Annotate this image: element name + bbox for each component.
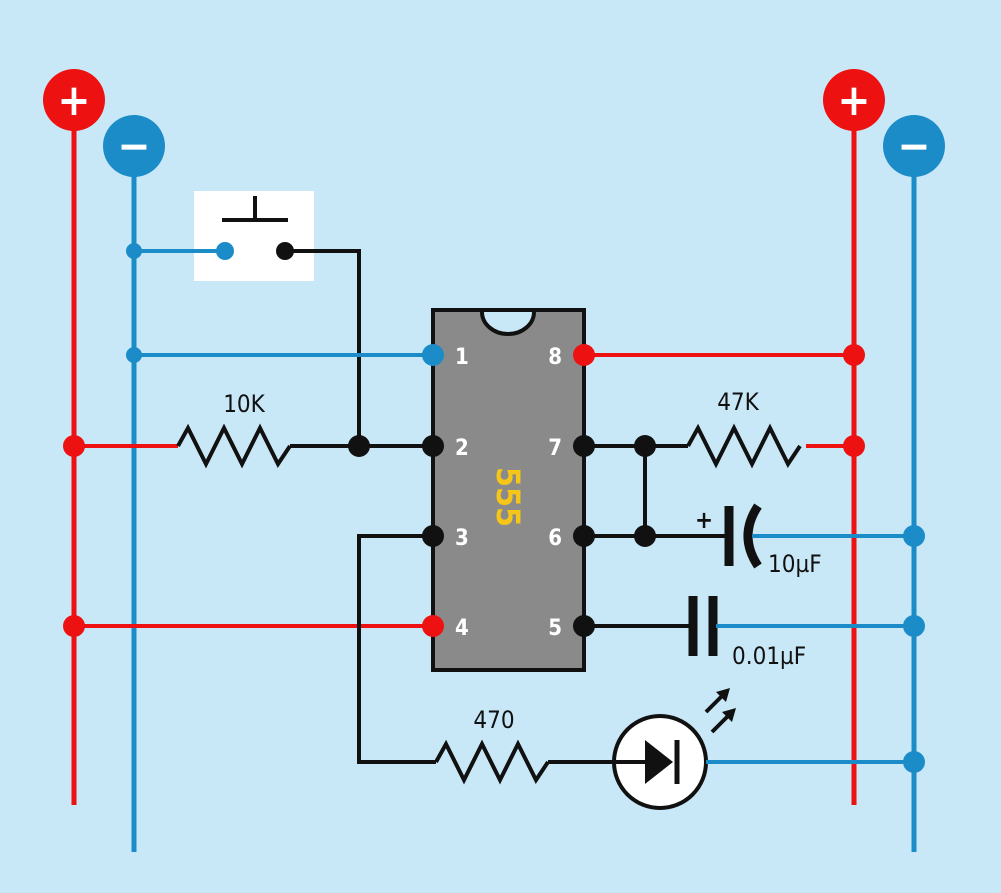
pin-7-label: 7	[548, 436, 562, 461]
junction-right-pos-pin8	[843, 344, 865, 366]
led-light-arrows-icon	[704, 688, 736, 734]
pin-6-label: 6	[548, 526, 562, 551]
pin-7-dot	[573, 435, 595, 457]
pin-8-dot	[573, 344, 595, 366]
junction-right-neg-c1	[903, 525, 925, 547]
junction-right-neg-c2	[903, 615, 925, 637]
pin-3-label: 3	[455, 526, 469, 551]
pin-8-label: 8	[548, 345, 562, 370]
pin-1-label: 1	[455, 345, 469, 370]
pin-5-label: 5	[548, 616, 562, 641]
pin-4-label: 4	[455, 616, 469, 641]
junction-left-neg-switch	[126, 243, 142, 259]
left-positive-symbol: +	[57, 75, 90, 126]
ic-555	[431, 308, 586, 672]
pin-2-dot	[422, 435, 444, 457]
pin-2-label: 2	[455, 436, 469, 461]
resistor-10k-label: 10K	[223, 390, 265, 418]
switch-terminal-left	[216, 242, 234, 260]
junction-pin6	[634, 525, 656, 547]
resistor-470	[434, 739, 550, 785]
push-button-switch-icon	[194, 191, 314, 281]
capacitor-polarity-label: +	[695, 506, 713, 534]
junction-left-pos-r1	[63, 435, 85, 457]
right-positive-terminal: +	[823, 69, 885, 131]
right-negative-symbol: −	[897, 121, 930, 172]
wire-switch-to-pin2	[285, 249, 361, 446]
resistor-10k	[176, 423, 292, 469]
wire-pin3-output	[357, 534, 436, 764]
junction-left-neg-pin1	[126, 347, 142, 363]
pin-6-dot	[573, 525, 595, 547]
capacitor-0-01uf	[688, 596, 718, 656]
resistor-470-label: 470	[473, 706, 514, 734]
left-negative-symbol: −	[117, 121, 150, 172]
right-negative-terminal: −	[883, 115, 945, 177]
ic-555-label: 555	[489, 467, 527, 527]
resistor-47k-label: 47K	[717, 388, 759, 416]
pin-3-dot	[422, 525, 444, 547]
junction-pin7	[634, 435, 656, 457]
junction-right-pos-r2	[843, 435, 865, 457]
left-negative-terminal: −	[103, 115, 165, 177]
resistor-47k	[686, 423, 802, 469]
switch-terminal-right	[276, 242, 294, 260]
junction-right-neg-led	[903, 751, 925, 773]
right-positive-symbol: +	[837, 75, 870, 126]
pin-1-dot	[422, 344, 444, 366]
pin-5-dot	[573, 615, 595, 637]
junction-switch-pin2	[348, 435, 370, 457]
pin-4-dot	[422, 615, 444, 637]
capacitor-10uf	[724, 503, 762, 569]
capacitor-0-01uf-label: 0.01µF	[732, 642, 806, 670]
left-positive-terminal: +	[43, 69, 105, 131]
capacitor-10uf-label: 10µF	[768, 550, 822, 578]
junction-left-pos-pin4	[63, 615, 85, 637]
led-icon	[612, 714, 708, 810]
